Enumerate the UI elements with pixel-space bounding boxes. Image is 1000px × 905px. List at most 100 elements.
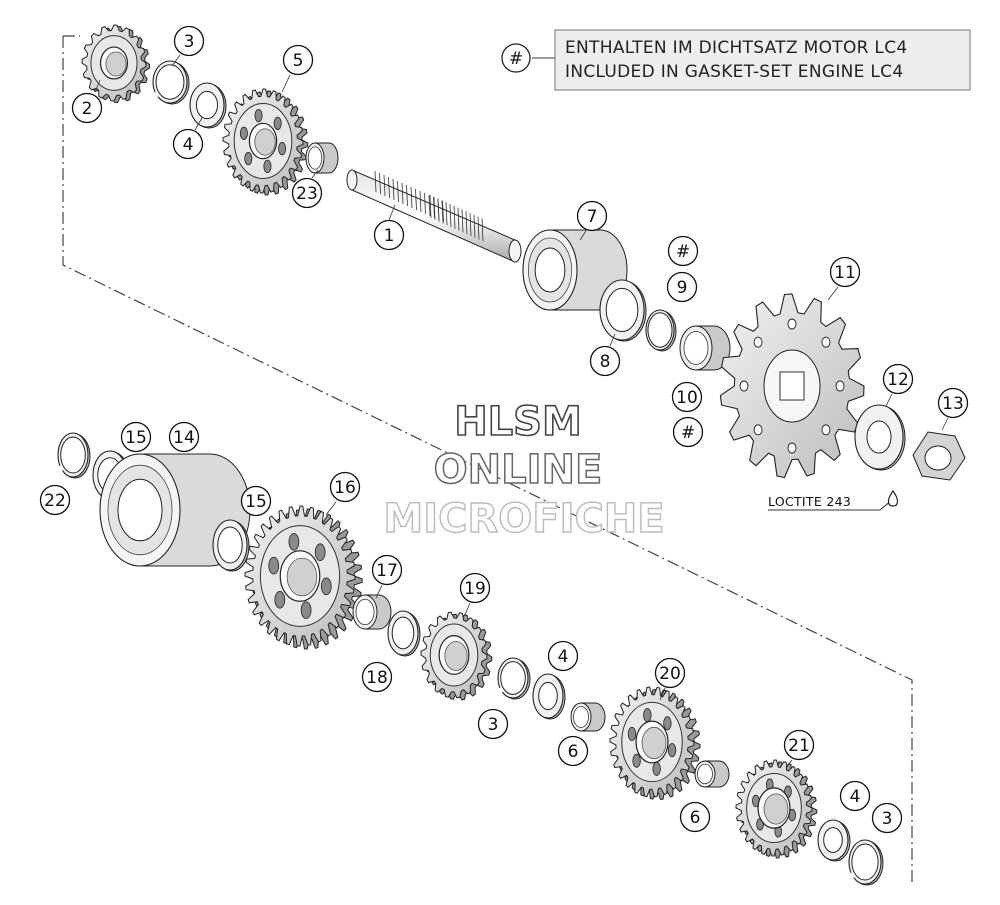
callout-circle [839, 780, 871, 812]
callout-c4b: 4 [547, 640, 579, 672]
part-3-circlip-top [152, 60, 190, 105]
callout-circle [882, 363, 914, 395]
legend-symbol-circle [501, 43, 531, 73]
part-3-circlip-bottom [848, 839, 884, 886]
callout-circle [39, 484, 71, 516]
leader-line [941, 417, 949, 431]
leader-line [171, 54, 181, 67]
callout-number: 18 [366, 668, 388, 688]
watermark-line-2: ONLINE [434, 447, 603, 493]
callout-circle [557, 735, 589, 767]
callout-circle [373, 219, 405, 251]
part-8-seal [599, 279, 647, 342]
callout-circle [783, 729, 815, 761]
leader-line [281, 74, 291, 93]
callout-c8: 8 [589, 345, 621, 377]
callout-number: 15 [125, 428, 147, 448]
part-16-gear [244, 505, 363, 650]
callout-circle [547, 640, 579, 672]
callout-circle [679, 801, 711, 833]
callout-number: 7 [587, 207, 598, 227]
callout-c6a: 6 [557, 735, 589, 767]
callout-number: 9 [677, 278, 688, 298]
part-15-washer-b [212, 519, 250, 572]
callout-circle [477, 708, 509, 740]
part-4-washer-top [189, 82, 227, 129]
callout-c10: 10 [671, 381, 703, 413]
callout-number: 4 [183, 135, 194, 155]
callout-circle [671, 381, 703, 413]
leader-line [194, 117, 203, 131]
leader-line [609, 333, 616, 347]
leader-line [388, 204, 396, 221]
watermark: HLSM ONLINE MICROFICHE [383, 398, 666, 543]
callout-number: 23 [296, 184, 318, 204]
part-12-lock-washer [854, 404, 906, 471]
callout-c20: 20 [654, 657, 686, 689]
callout-number: 21 [788, 736, 810, 756]
part-10-spacer [679, 325, 731, 371]
callout-circle [937, 387, 969, 419]
callout-c15a: 15 [120, 421, 152, 453]
callout-circle [589, 345, 621, 377]
part-18-washer [387, 610, 421, 657]
loctite-label: LOCTITE 243 [768, 494, 851, 509]
part-9-o-ring [645, 309, 677, 352]
callout-number: 15 [245, 492, 267, 512]
part-3-circlip-mid [497, 657, 531, 700]
callout-circle [666, 271, 698, 303]
callout-c4c: 4 [839, 780, 871, 812]
callout-number: 3 [882, 809, 893, 829]
leader-line [785, 759, 793, 769]
callout-c23: 23 [291, 177, 323, 209]
legend-line-2: INCLUDED IN GASKET-SET ENGINE LC4 [565, 62, 903, 82]
part-21-gear [735, 759, 818, 859]
leader-line [464, 602, 471, 616]
callout-circle [172, 128, 204, 160]
leader-line [375, 584, 383, 599]
callout-c18: 18 [361, 661, 393, 693]
callout-c17: 17 [371, 554, 403, 586]
callout-circle [654, 657, 686, 689]
callout-number: 5 [293, 51, 304, 71]
callout-circle [120, 421, 152, 453]
callout-c11: 11 [829, 256, 861, 288]
callout-number: 19 [464, 579, 486, 599]
leader-line [94, 79, 101, 93]
callout-circle [576, 200, 608, 232]
part-17-bushing [352, 594, 392, 630]
callout-number: 12 [887, 370, 909, 390]
leader-line [885, 393, 893, 407]
callout-circle [282, 44, 314, 76]
callout-c4a: 4 [172, 128, 204, 160]
callout-c3a: 3 [173, 25, 205, 57]
part-2-gear [81, 24, 151, 104]
callout-circle [168, 421, 200, 453]
callout-number: # [681, 423, 695, 443]
part-22-circlip [57, 432, 91, 479]
part-20-gear [609, 686, 701, 800]
callout-c5: 5 [282, 44, 314, 76]
part-6-bushing-a [570, 702, 606, 732]
leader-line [827, 286, 839, 301]
part-19-gear [420, 611, 493, 701]
part-11-sprocket [719, 293, 865, 479]
callout-c16: 16 [329, 471, 361, 503]
callout-number: 22 [44, 491, 66, 511]
legend-box: # ENTHALTEN IM DICHTSATZ MOTOR LC4 INCLU… [501, 29, 971, 91]
callout-circle [240, 485, 272, 517]
callout-c1: 1 [373, 219, 405, 251]
callout-c13: 13 [937, 387, 969, 419]
callout-number: 17 [376, 561, 398, 581]
callout-c22: 22 [39, 484, 71, 516]
part-5-gear [222, 88, 309, 196]
callout-circle [371, 554, 403, 586]
callout-c6b: 6 [679, 801, 711, 833]
callout-number: 1 [384, 226, 395, 246]
callout-c12: 12 [882, 363, 914, 395]
callout-c9h: # [667, 235, 699, 267]
callout-number: 13 [942, 394, 964, 414]
callout-number: 6 [690, 808, 701, 828]
callout-c3b: 3 [477, 708, 509, 740]
loctite-note: LOCTITE 243 [768, 489, 899, 511]
